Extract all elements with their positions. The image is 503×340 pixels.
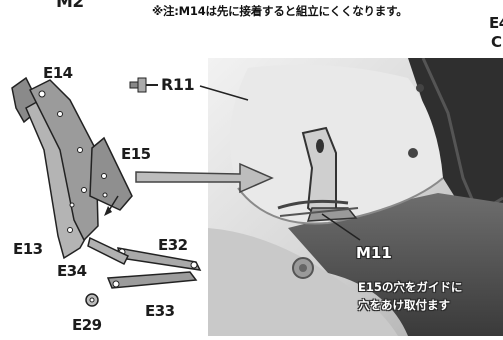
insert-arrow [135, 162, 274, 194]
label-m11: M11 [356, 244, 392, 262]
label-r11: R11 [161, 75, 195, 94]
part-e14-shape [11, 76, 99, 260]
r11-leader [199, 85, 249, 101]
assembly-photo [208, 57, 503, 336]
label-e29: E29 [72, 316, 102, 334]
label-e32: E32 [158, 236, 188, 254]
label-e33: E33 [145, 302, 175, 320]
corner-part-label: E4 [489, 14, 503, 32]
m11-leader [321, 213, 361, 241]
part-e33-shape [106, 271, 198, 289]
instruction-line-1: E15の穴をガイドに [358, 280, 463, 294]
part-e29-shape [85, 293, 99, 307]
hole-pointer-arrow [104, 195, 119, 216]
assembly-note: ※注:M14は先に接着すると組立にくくなります。 [152, 4, 408, 18]
label-e15: E15 [121, 145, 151, 163]
step-label: M2 [56, 0, 84, 12]
instruction-line-2: 穴をあけ取付ます [358, 298, 450, 312]
label-e34: E34 [57, 262, 87, 280]
part-r11-shape [129, 77, 158, 93]
part-e34-shape [87, 236, 130, 266]
part-e15-shape [89, 136, 133, 211]
label-e14: E14 [43, 64, 73, 82]
photo-drawing [208, 57, 503, 336]
corner-part-glyph: C [491, 33, 502, 51]
label-e13: E13 [13, 240, 43, 258]
